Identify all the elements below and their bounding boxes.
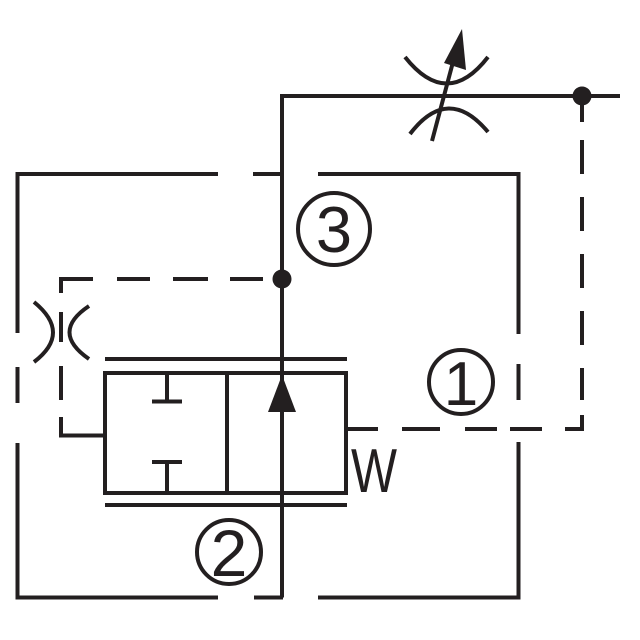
port-2-circle (195, 518, 263, 586)
flow-arrow (268, 375, 296, 412)
boundary-bottom-right (318, 442, 521, 600)
boundary-bottom-left (15, 443, 218, 600)
pilot-right-corner (565, 415, 584, 431)
pilot-line-right (402, 105, 584, 431)
port-label-2: 2 (195, 516, 263, 590)
spring-symbol: W (351, 437, 397, 506)
port-label-1: 1 (427, 348, 495, 419)
boundary-top-right (318, 172, 521, 334)
valve-body: W (103, 357, 397, 507)
port-3-circle (296, 191, 372, 267)
port-3-number: 3 (316, 193, 352, 266)
pilot-left-corner (59, 277, 93, 293)
pilot-left-entry (59, 417, 105, 438)
main-flow-line (280, 94, 620, 598)
pilot-line-left (32, 277, 263, 438)
junction-dot-top-right (572, 86, 592, 106)
adjust-arrow-shaft (430, 61, 455, 142)
cartridge-boundary (15, 172, 521, 600)
boundary-top-left (15, 172, 218, 333)
restrictor-lower-arc (408, 106, 490, 136)
blocked-port-symbol-lower (152, 460, 182, 494)
port-1-circle (427, 348, 495, 416)
adjustable-flow-restrictor-icon (403, 29, 490, 142)
orifice-left-arc (32, 300, 55, 364)
orifice-right-arc (67, 304, 91, 361)
port-1-number: 1 (444, 350, 478, 419)
blocked-port-symbol-upper (152, 372, 182, 404)
port-2-number: 2 (211, 516, 248, 590)
junction-dot-pilot (272, 269, 292, 289)
adjust-arrow-head (444, 29, 466, 70)
pilot-orifice-icon (32, 300, 91, 364)
port-label-3: 3 (296, 191, 372, 267)
